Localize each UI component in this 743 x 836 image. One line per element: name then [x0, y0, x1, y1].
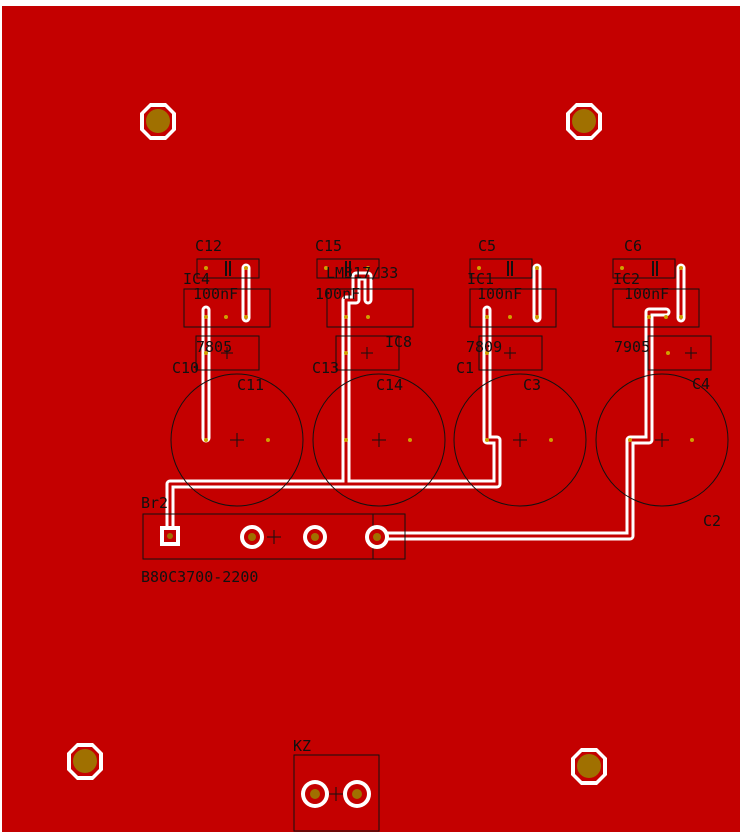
cap-markers — [225, 261, 658, 276]
mounting-hole-top-left — [140, 103, 176, 140]
ic1-outline — [469, 288, 557, 328]
label-c14: C14 — [376, 376, 403, 394]
label-ic8: IC8 — [385, 333, 412, 351]
label-c10: C10 — [172, 359, 199, 377]
label-lm317: LM317/33 — [326, 264, 398, 282]
c4-small-outline — [647, 335, 712, 371]
ic8-outline — [326, 288, 414, 328]
c14-outline — [312, 373, 446, 507]
mounting-hole-bottom-right — [571, 748, 607, 785]
label-kz: KZ — [293, 737, 311, 755]
ic4-outline — [183, 288, 271, 328]
c13-outline — [335, 335, 400, 371]
component-pins — [204, 266, 694, 442]
label-ic2: IC2 — [613, 270, 640, 288]
traces-inner — [168, 266, 683, 538]
c15-outline — [316, 258, 380, 279]
mounting-hole-top-right — [566, 103, 602, 140]
label-br2: Br2 — [141, 494, 168, 512]
label-ic4: IC4 — [183, 270, 210, 288]
copper-pour — [2, 6, 740, 832]
label-100nf-3: 100nF — [477, 285, 522, 303]
c12-outline — [196, 258, 260, 279]
label-c15: C15 — [315, 237, 342, 255]
label-c2: C2 — [703, 512, 721, 530]
label-7809: 7809 — [466, 338, 502, 356]
kz-outline — [293, 754, 380, 832]
c11-outline — [170, 373, 304, 507]
c3-outline — [453, 373, 587, 507]
label-c6: C6 — [624, 237, 642, 255]
label-7805: 7805 — [196, 338, 232, 356]
c10-outline — [195, 335, 260, 371]
mounting-hole-bottom-left — [67, 743, 103, 780]
label-c11: C11 — [237, 376, 264, 394]
label-7905: 7905 — [614, 338, 650, 356]
ic2-outline — [612, 288, 700, 328]
polarity-marks — [221, 347, 697, 801]
label-c5: C5 — [478, 237, 496, 255]
label-100nf-2: 100nF — [315, 285, 360, 303]
label-bridge-part: B80C3700-2200 — [141, 568, 258, 586]
label-c1: C1 — [456, 359, 474, 377]
pads — [160, 525, 389, 808]
label-100nf-1: 100nF — [193, 285, 238, 303]
c2-outline — [595, 373, 729, 507]
label-c13: C13 — [312, 359, 339, 377]
br2-outline — [142, 513, 406, 560]
c6-outline — [612, 258, 676, 279]
c1-outline — [478, 335, 543, 371]
label-c3: C3 — [523, 376, 541, 394]
label-100nf-4: 100nF — [624, 285, 669, 303]
label-c4: C4 — [692, 375, 710, 393]
label-c12: C12 — [195, 237, 222, 255]
label-ic1: IC1 — [467, 270, 494, 288]
c5-outline — [469, 258, 533, 279]
